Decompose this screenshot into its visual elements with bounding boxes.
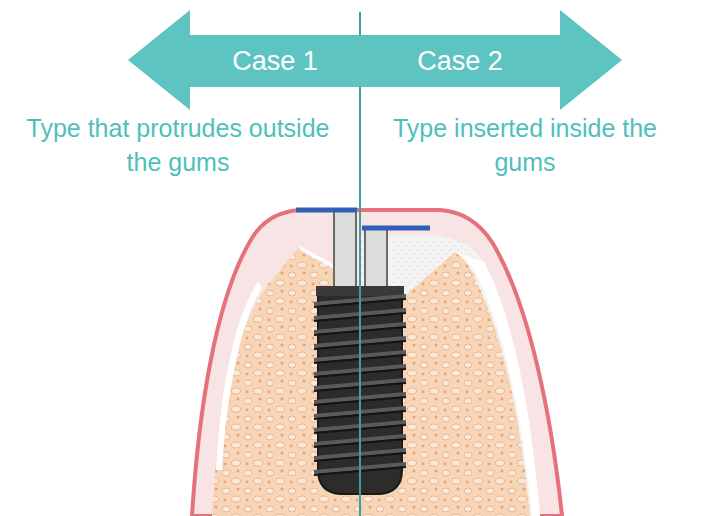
- arrow-band: Case 1: [128, 10, 360, 110]
- gum: [192, 210, 562, 516]
- arrow-shape: [128, 10, 360, 110]
- arrow-band: Case 2: [360, 10, 622, 110]
- arrow-shape: [360, 10, 622, 110]
- case-title: Case 2: [360, 35, 560, 87]
- cap: [296, 208, 357, 213]
- caption-text: Type inserted inside the gums: [365, 112, 685, 180]
- divider: [359, 12, 361, 516]
- bone-edge: [216, 282, 262, 470]
- cap: [362, 226, 430, 231]
- caption-text: Type that protrudes outside the gums: [18, 112, 338, 180]
- abutment: [365, 228, 387, 292]
- case-title: Case 1: [190, 35, 360, 87]
- bone-edge: [455, 252, 540, 516]
- abutment: [334, 210, 356, 292]
